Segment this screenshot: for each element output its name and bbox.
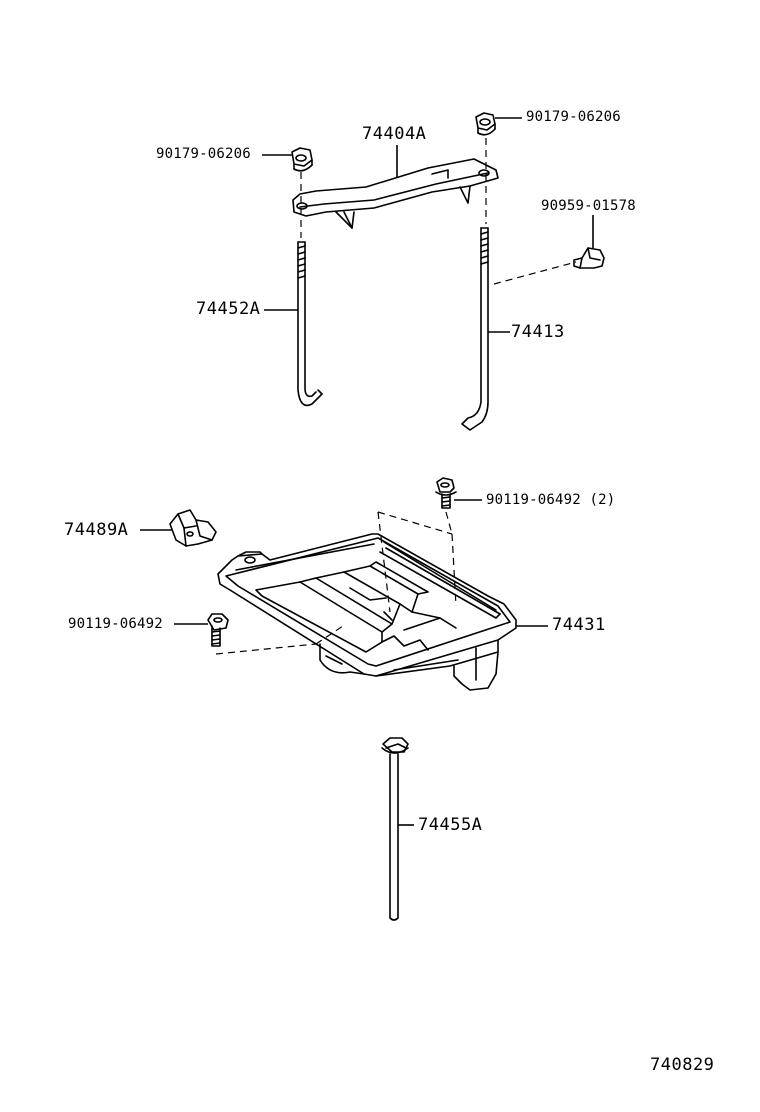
label-clip: 90959-01578	[541, 198, 636, 214]
bolt-lower-drawing	[207, 613, 229, 647]
holder-drawing	[169, 509, 217, 547]
label-rod-left: 74452A	[196, 299, 261, 319]
rod-bottom-drawing	[381, 737, 409, 921]
nut-left-drawing	[291, 147, 313, 172]
label-nut-right: 90179-06206	[526, 109, 621, 125]
rod-left-drawing	[297, 241, 323, 407]
label-rod-bottom: 74455A	[418, 815, 483, 835]
label-rod-right: 74413	[511, 322, 565, 342]
nut-right-drawing	[475, 112, 496, 136]
bolt-upper-drawing	[435, 477, 457, 509]
label-tray: 74431	[552, 615, 606, 635]
rod-right-drawing	[461, 227, 489, 431]
label-nut-left: 90179-06206	[156, 146, 251, 162]
label-holder: 74489A	[64, 520, 129, 540]
clip-drawing	[573, 247, 605, 269]
tray-drawing	[217, 533, 517, 691]
catalog-id: 740829	[650, 1055, 715, 1075]
label-bolt-upper: 90119-06492 (2)	[486, 492, 616, 508]
clamp-drawing	[292, 158, 499, 229]
label-bolt-lower: 90119-06492	[68, 616, 163, 632]
label-clamp: 74404A	[362, 124, 427, 144]
